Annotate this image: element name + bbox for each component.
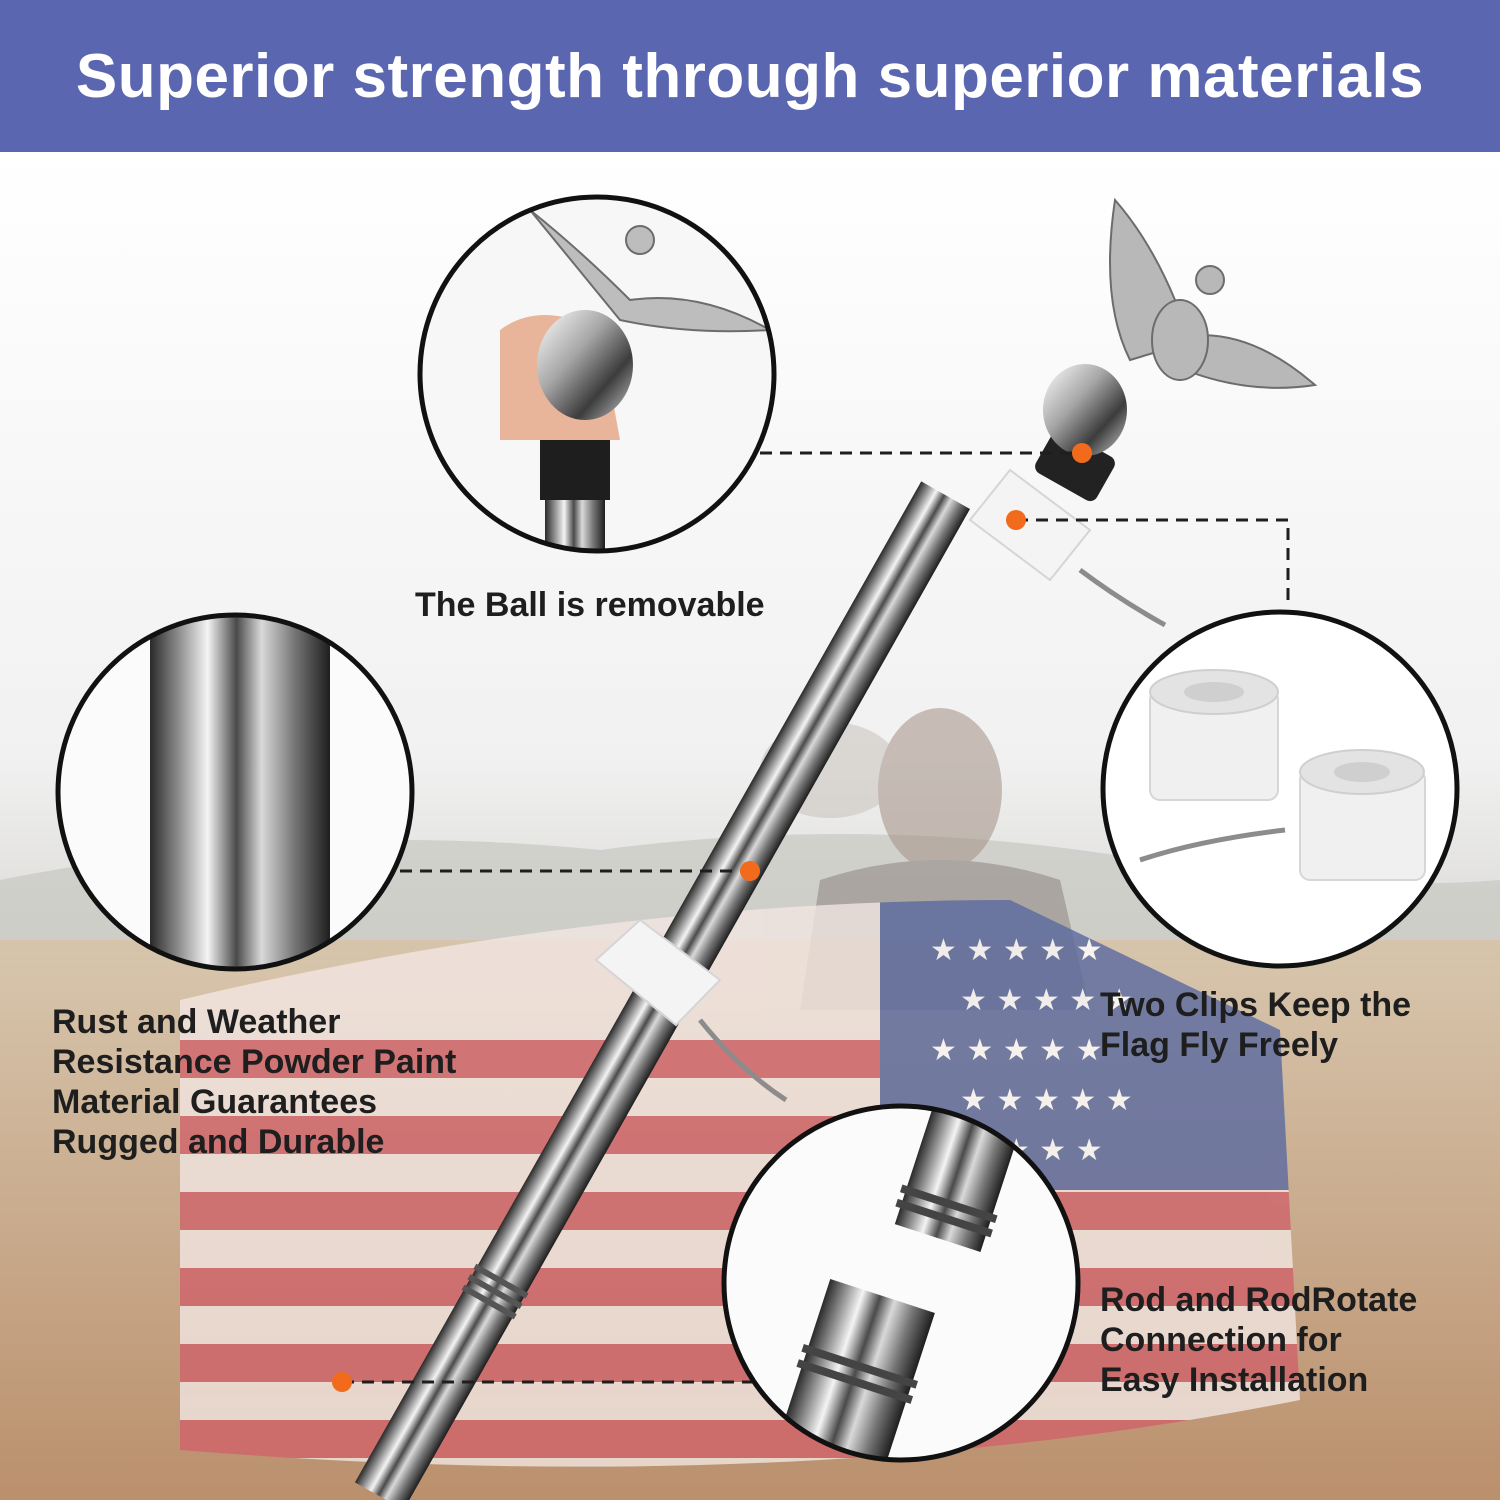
caption-line: Flag Fly Freely (1100, 1026, 1339, 1064)
caption-line: Easy Installation (1100, 1361, 1369, 1399)
upper-ring-clip (968, 468, 1167, 628)
marker-dot-connection (332, 1372, 352, 1392)
caption-line: Material Guarantees (52, 1083, 378, 1121)
finial-ball (1043, 364, 1127, 456)
caption-line: Two Clips Keep the (1100, 986, 1412, 1024)
marker-dot-rust (740, 861, 760, 881)
svg-text:★ ★ ★ ★ ★: ★ ★ ★ ★ ★ (960, 1083, 1133, 1118)
callout-circle-clips (1100, 609, 1460, 969)
caption-rod-connection: Rod and RodRotate Connection for Easy In… (1100, 1280, 1417, 1400)
caption-two-clips: Two Clips Keep the Flag Fly Freely (1100, 985, 1411, 1065)
leader-lines (342, 451, 1290, 1384)
scene-illustration: ★ ★ ★ ★ ★ ★ ★ ★ ★ ★ ★ ★ ★ ★ ★ ★ ★ ★ ★ ★ … (0, 152, 1500, 1505)
caption-ball-removable: The Ball is removable (415, 585, 765, 625)
marker-dot-ball (1072, 443, 1092, 463)
caption-line: Rod and RodRotate (1100, 1281, 1418, 1319)
marker-dot-clips (1006, 510, 1026, 530)
lower-ring-clip (594, 918, 788, 1103)
caption-line: Rust and Weather (52, 1003, 341, 1041)
svg-text:★ ★ ★ ★ ★: ★ ★ ★ ★ ★ (930, 933, 1103, 968)
callout-circle-ball (417, 194, 777, 554)
caption-rust-weather: Rust and Weather Resistance Powder Paint… (52, 1002, 456, 1162)
eagle-finial (1109, 197, 1318, 389)
svg-text:★ ★ ★ ★ ★: ★ ★ ★ ★ ★ (960, 983, 1133, 1018)
caption-line: Connection for (1100, 1321, 1342, 1359)
american-flag: ★ ★ ★ ★ ★ ★ ★ ★ ★ ★ ★ ★ ★ ★ ★ ★ ★ ★ ★ ★ … (180, 900, 1300, 1467)
svg-text:★ ★ ★ ★ ★: ★ ★ ★ ★ ★ (930, 1033, 1103, 1068)
header-banner: Superior strength through superior mater… (0, 0, 1500, 152)
caption-line: Rugged and Durable (52, 1123, 385, 1161)
page-title: Superior strength through superior mater… (75, 41, 1425, 111)
flag-pole (354, 197, 1318, 1505)
callout-circle-connection (721, 1103, 1081, 1463)
caption-line: Resistance Powder Paint (52, 1043, 457, 1081)
caption-line: The Ball is removable (415, 586, 765, 624)
callout-circle-rust (55, 612, 415, 972)
product-scene: ★ ★ ★ ★ ★ ★ ★ ★ ★ ★ ★ ★ ★ ★ ★ ★ ★ ★ ★ ★ … (0, 152, 1500, 1505)
marker-dots (332, 443, 1092, 1392)
